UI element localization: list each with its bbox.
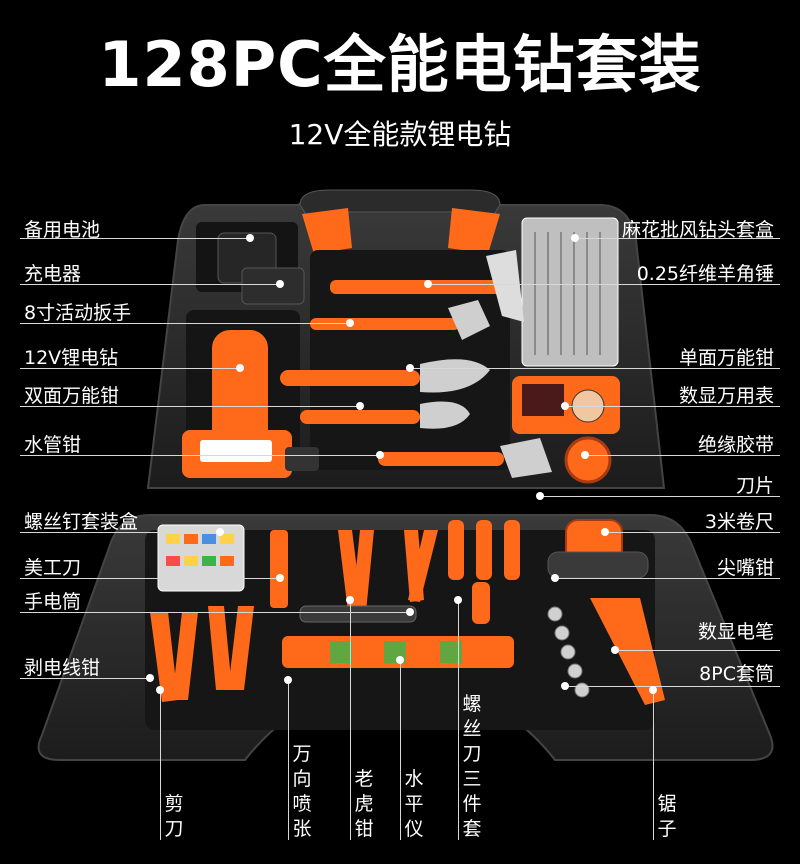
label-pipe-wrench: 水管钳 xyxy=(24,434,82,456)
label-charger: 充电器 xyxy=(24,263,82,285)
hammer xyxy=(330,280,510,294)
label-hammer: 0.25纤维羊角锤 xyxy=(636,263,774,285)
label-spare-battery: 备用电池 xyxy=(24,219,101,241)
charger xyxy=(241,267,305,305)
adjustable-wrench xyxy=(310,318,460,330)
label-bit-box: 麻花批风钻头套盒 xyxy=(621,219,774,241)
page-subtitle: 12V全能款锂电钻 xyxy=(288,118,512,151)
label-adjustable-wrench: 8寸活动扳手 xyxy=(24,302,132,324)
saw xyxy=(590,598,665,705)
label-blades: 刀片 xyxy=(735,475,774,497)
label-multimeter: 数显万用表 xyxy=(678,385,774,407)
label-saw: 锯子 xyxy=(657,793,677,840)
label-universal-spray: 万向喷张 xyxy=(292,743,312,840)
label-socket-set: 8PC套筒 xyxy=(699,663,774,685)
pipe-wrench xyxy=(378,452,504,466)
label-needle-nose-pliers: 尖嘴钳 xyxy=(716,557,774,579)
handle-latch-left xyxy=(302,208,352,254)
label-lithium-drill: 12V锂电钻 xyxy=(24,347,119,369)
flashlight xyxy=(299,605,417,623)
handle-latch-right xyxy=(448,208,500,254)
label-insulating-tape: 绝缘胶带 xyxy=(697,434,774,456)
drill xyxy=(182,330,319,478)
label-screw-box: 螺丝钉套装盒 xyxy=(24,511,139,533)
page-title: 128PC全能电钻套装 xyxy=(98,28,702,101)
label-flashlight: 手电筒 xyxy=(24,591,82,613)
label-combination-pliers: 老虎钳 xyxy=(354,768,374,840)
label-single-pliers: 单面万能钳 xyxy=(678,347,774,369)
label-screwdriver-set: 螺丝刀三件套 xyxy=(462,693,482,840)
label-voltage-pen: 数显电笔 xyxy=(697,621,774,643)
label-scissors: 剪刀 xyxy=(164,793,184,840)
label-wire-stripper: 剥电线钳 xyxy=(24,657,101,679)
label-tape-measure: 3米卷尺 xyxy=(704,511,774,533)
bit-box xyxy=(521,217,619,367)
insulating-tape xyxy=(564,436,612,484)
utility-knife xyxy=(270,530,288,608)
label-level: 水平仪 xyxy=(404,768,424,840)
label-double-pliers: 双面万能钳 xyxy=(24,385,120,407)
label-utility-knife: 美工刀 xyxy=(24,557,82,579)
